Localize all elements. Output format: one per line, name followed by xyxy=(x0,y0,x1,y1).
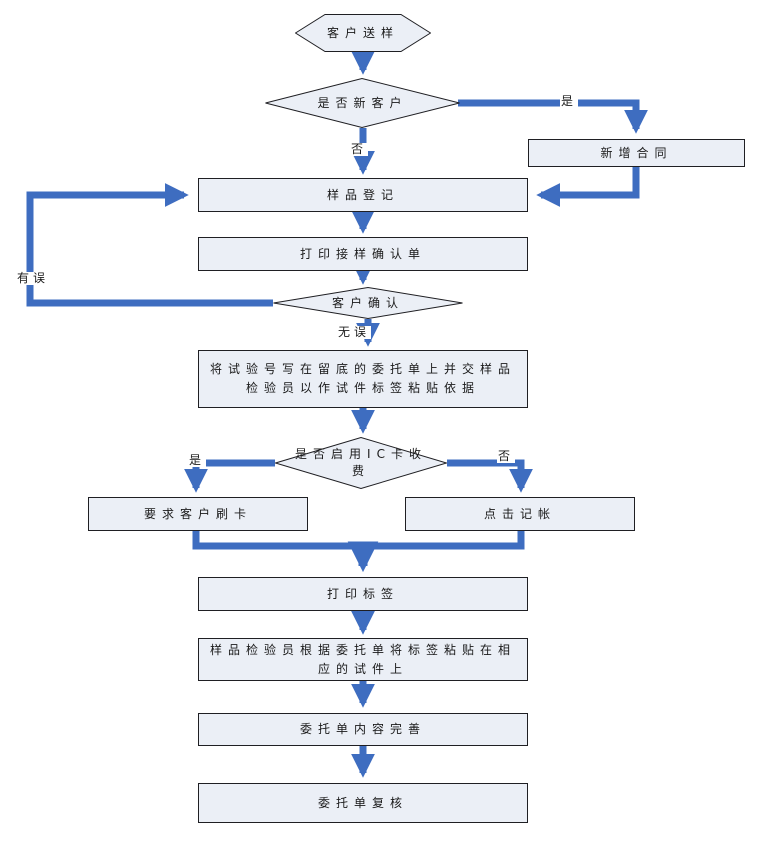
node-label: 新增合同 xyxy=(600,145,673,160)
node-label: 要求客户刷卡 xyxy=(143,506,252,521)
node-label: 是否新客户 xyxy=(317,95,408,110)
node-print-receipt: 打印接样确认单 xyxy=(198,237,528,271)
node-label: 委托单复核 xyxy=(317,795,408,810)
merge-connector xyxy=(192,531,525,550)
hexagon-shape xyxy=(295,14,431,52)
node-label: 客户送样 xyxy=(326,25,399,40)
node-customer-send-sample: 客户送样 xyxy=(295,14,431,52)
arrow-newcontract-to-register xyxy=(536,167,640,207)
node-sample-register: 样品登记 xyxy=(198,178,528,212)
node-stick-label: 样品检验员根据委托单将标签粘贴在相应的试件上 xyxy=(198,638,528,681)
node-label: 点击记帐 xyxy=(483,506,556,521)
node-new-contract: 新增合同 xyxy=(528,139,745,167)
arrow-haserror-feedback xyxy=(26,183,273,307)
node-label: 样品登记 xyxy=(326,187,399,202)
edge-label-yes-newcustomer: 是 xyxy=(560,94,579,109)
diamond-shape xyxy=(265,78,460,128)
node-label: 样品检验员根据委托单将标签粘贴在相应的试件上 xyxy=(209,642,516,676)
node-label: 打印接样确认单 xyxy=(299,246,426,261)
arrow-yes-to-newcontract xyxy=(458,99,648,134)
node-label: 打印标签 xyxy=(326,586,399,601)
edge-label-has-error: 有误 xyxy=(16,271,51,286)
decision-is-new-customer: 是否新客户 xyxy=(265,78,460,128)
decision-ic-card: 是否启用IC卡收费 xyxy=(275,437,447,489)
node-swipe-card: 要求客户刷卡 xyxy=(88,497,308,531)
edge-label-no-newcustomer: 否 xyxy=(350,142,369,157)
node-click-billing: 点击记帐 xyxy=(405,497,635,531)
node-print-label: 打印标签 xyxy=(198,577,528,611)
arrow-yes-to-swipecard xyxy=(184,459,275,493)
edge-label-no-iccard: 否 xyxy=(497,449,516,464)
node-complete-form: 委托单内容完善 xyxy=(198,713,528,746)
node-label: 是否启用IC卡收费 xyxy=(295,447,427,478)
diamond-shape xyxy=(273,287,463,319)
diamond-shape xyxy=(275,437,447,489)
node-review-form: 委托单复核 xyxy=(198,783,528,823)
edge-label-no-error: 无误 xyxy=(337,325,372,340)
node-label: 委托单内容完善 xyxy=(299,722,426,737)
decision-customer-confirm: 客户确认 xyxy=(273,287,463,319)
edge-label-yes-iccard: 是 xyxy=(188,453,207,468)
node-label: 将试验号写在留底的委托单上并交样品检验员以作试件标签粘贴依据 xyxy=(209,362,516,395)
node-label: 客户确认 xyxy=(331,295,404,310)
node-write-test-number: 将试验号写在留底的委托单上并交样品检验员以作试件标签粘贴依据 xyxy=(198,350,528,408)
arrow-no-to-billing xyxy=(447,459,533,493)
